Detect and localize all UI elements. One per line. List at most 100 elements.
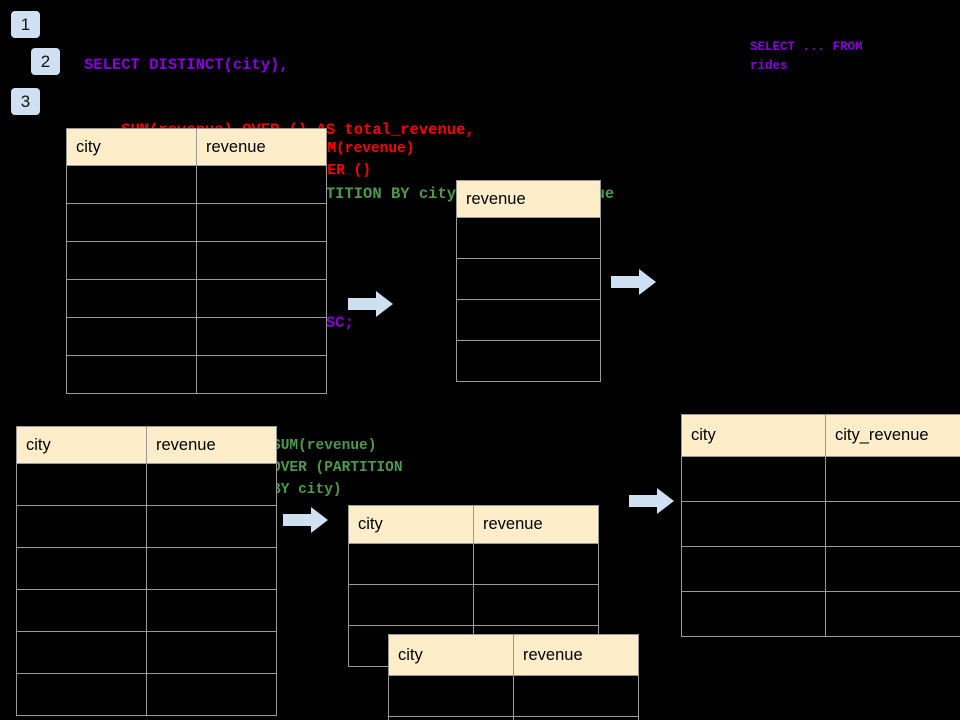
cell-city-revenue [825,501,960,547]
cell-revenue [196,165,327,204]
cell-city-revenue [825,456,960,502]
cell-city [681,456,826,502]
column-header-revenue: revenue [196,128,327,166]
cell-city [66,317,197,356]
cell-revenue [513,716,639,720]
cell-city [16,631,147,674]
table-header-row: revenue [456,180,601,218]
cell-revenue [196,203,327,242]
table-header-row: city revenue [388,634,639,676]
arrow-rides-to-partition [283,506,329,534]
step-badge-1: 1 [11,11,40,38]
table-row [16,547,277,590]
cell-city [388,716,514,720]
sql-line-select: SELECT DISTINCT(city), [84,56,289,74]
column-header-city: city [388,634,514,676]
table-row [456,258,601,300]
rides-source-table-bottom: city revenue [16,426,277,716]
column-header-city-revenue: city_revenue [825,414,960,457]
table-row [681,591,960,637]
cell-city-revenue [825,546,960,592]
cell-city [348,584,474,626]
side-note-select-from-rides: SELECT ... FROM rides [750,40,863,73]
cell-city [348,543,474,585]
cell-city [388,675,514,717]
cell-revenue [456,217,601,259]
cell-city [66,241,197,280]
column-header-revenue: revenue [473,505,599,544]
table-row [456,340,601,382]
arrow-rides-to-total-revenue [348,290,394,318]
cell-city [16,505,147,548]
cell-city [66,279,197,318]
cell-revenue [196,355,327,394]
cell-revenue [513,675,639,717]
cell-city [16,463,147,506]
cell-city [66,165,197,204]
column-header-city: city [348,505,474,544]
table-row [66,165,327,204]
annotation-city-revenue: SUM(revenue) OVER (PARTITION BY city) [272,438,403,498]
column-header-revenue: revenue [456,180,601,218]
table-header-row: city revenue [16,426,277,464]
column-header-city: city [681,414,826,457]
table-row [681,456,960,502]
table-row [16,589,277,632]
cell-city [681,591,826,637]
column-header-revenue: revenue [513,634,639,676]
result-table: city city_revenue [681,414,960,637]
table-row [66,203,327,242]
table-header-row: city revenue [348,505,599,544]
table-row [16,673,277,716]
cell-revenue [146,631,277,674]
arrow-partition-to-result [629,487,675,515]
cell-city [681,546,826,592]
arrow-total-revenue-to-result [611,268,657,296]
cell-city [66,203,197,242]
table-row [66,241,327,280]
cell-revenue [196,317,327,356]
rides-source-table-top: city revenue [66,128,327,394]
cell-city [681,501,826,547]
table-header-row: city revenue [66,128,327,166]
table-row [66,317,327,356]
step-badge-2: 2 [31,48,60,75]
cell-revenue [146,463,277,506]
cell-city [16,673,147,716]
partition-group-table-front: city revenue [388,634,639,720]
table-row [456,299,601,341]
column-header-city: city [16,426,147,464]
cell-revenue [456,299,601,341]
cell-revenue [146,589,277,632]
cell-revenue [456,340,601,382]
table-row [681,546,960,592]
cell-city [16,589,147,632]
table-row [16,463,277,506]
cell-city [16,547,147,590]
step-badge-3: 3 [11,88,40,115]
column-header-city: city [66,128,197,166]
cell-revenue [196,241,327,280]
table-row [66,279,327,318]
table-header-row: city city_revenue [681,414,960,457]
cell-city-revenue [825,591,960,637]
cell-revenue [196,279,327,318]
cell-revenue [146,673,277,716]
cell-revenue [146,547,277,590]
table-row [348,584,599,626]
cell-city [66,355,197,394]
cell-revenue [146,505,277,548]
table-row [66,355,327,394]
total-revenue-table: revenue [456,180,601,382]
table-row [388,716,639,720]
column-header-revenue: revenue [146,426,277,464]
cell-revenue [473,543,599,585]
table-row [456,217,601,259]
table-row [388,675,639,717]
cell-revenue [473,584,599,626]
table-row [16,505,277,548]
cell-revenue [456,258,601,300]
table-row [16,631,277,674]
table-row [681,501,960,547]
